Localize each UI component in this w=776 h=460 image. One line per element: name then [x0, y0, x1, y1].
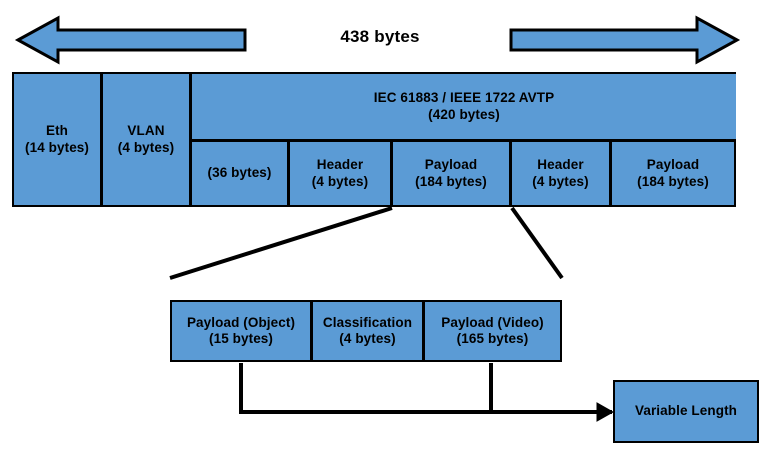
- detail-classification-size: (4 bytes): [339, 331, 396, 346]
- field-eth-size: (14 bytes): [24, 139, 90, 155]
- variable-length-label: Variable Length: [634, 403, 738, 419]
- detail-payload-object-size: (15 bytes): [208, 331, 274, 346]
- detail-payload-object-name: Payload (Object): [186, 314, 296, 330]
- payload-detail-row: Payload (Object) (15 bytes) Classificati…: [170, 300, 562, 362]
- field-eth[interactable]: Eth (14 bytes): [12, 72, 102, 207]
- main-packet-row: Eth (14 bytes) VLAN (4 bytes) IEC 61883 …: [12, 72, 736, 207]
- subfield-reserved-36-size: (36 bytes): [207, 165, 272, 181]
- variable-bracket: [239, 363, 612, 414]
- subfield-header-2-size: (4 bytes): [532, 173, 589, 189]
- variable-length-box[interactable]: Variable Length: [613, 380, 759, 443]
- subfield-reserved-36[interactable]: (36 bytes): [190, 140, 289, 207]
- detail-payload-video[interactable]: Payload (Video) (165 bytes): [423, 300, 562, 362]
- subfield-payload-2-name: Payload: [646, 157, 700, 173]
- callout-line-left: [169, 206, 393, 280]
- subfield-payload-1-size: (184 bytes): [415, 173, 487, 189]
- subfield-header-2[interactable]: Header (4 bytes): [510, 140, 611, 207]
- left-extent-arrow: [14, 15, 247, 65]
- field-eth-name: Eth: [45, 123, 69, 139]
- callout-line-right: [510, 206, 564, 280]
- field-avtp-name: IEC 61883 / IEEE 1722 AVTP: [373, 90, 555, 106]
- total-size-label: 438 bytes: [340, 27, 420, 46]
- field-vlan[interactable]: VLAN (4 bytes): [101, 72, 191, 207]
- subfield-payload-2[interactable]: Payload (184 bytes): [610, 140, 736, 207]
- field-vlan-name: VLAN: [127, 123, 165, 139]
- detail-payload-video-name: Payload (Video): [441, 314, 544, 330]
- detail-classification-name: Classification: [322, 314, 413, 330]
- subfield-payload-1[interactable]: Payload (184 bytes): [391, 140, 511, 207]
- field-avtp-size: (420 bytes): [428, 106, 500, 122]
- detail-classification[interactable]: Classification (4 bytes): [311, 300, 424, 362]
- field-avtp[interactable]: IEC 61883 / IEEE 1722 AVTP (420 bytes): [190, 72, 736, 141]
- subfield-header-1-name: Header: [316, 157, 364, 173]
- variable-length-arrow: [596, 402, 615, 422]
- subfield-header-1-size: (4 bytes): [311, 173, 369, 189]
- right-extent-arrow: [509, 15, 741, 65]
- subfield-payload-2-size: (184 bytes): [637, 173, 709, 189]
- detail-payload-video-size: (165 bytes): [456, 331, 529, 346]
- subfield-header-2-name: Header: [537, 157, 584, 173]
- subfield-header-1[interactable]: Header (4 bytes): [288, 140, 392, 207]
- field-vlan-size: (4 bytes): [117, 139, 175, 155]
- subfield-payload-1-name: Payload: [424, 157, 478, 173]
- detail-payload-object[interactable]: Payload (Object) (15 bytes): [170, 300, 312, 362]
